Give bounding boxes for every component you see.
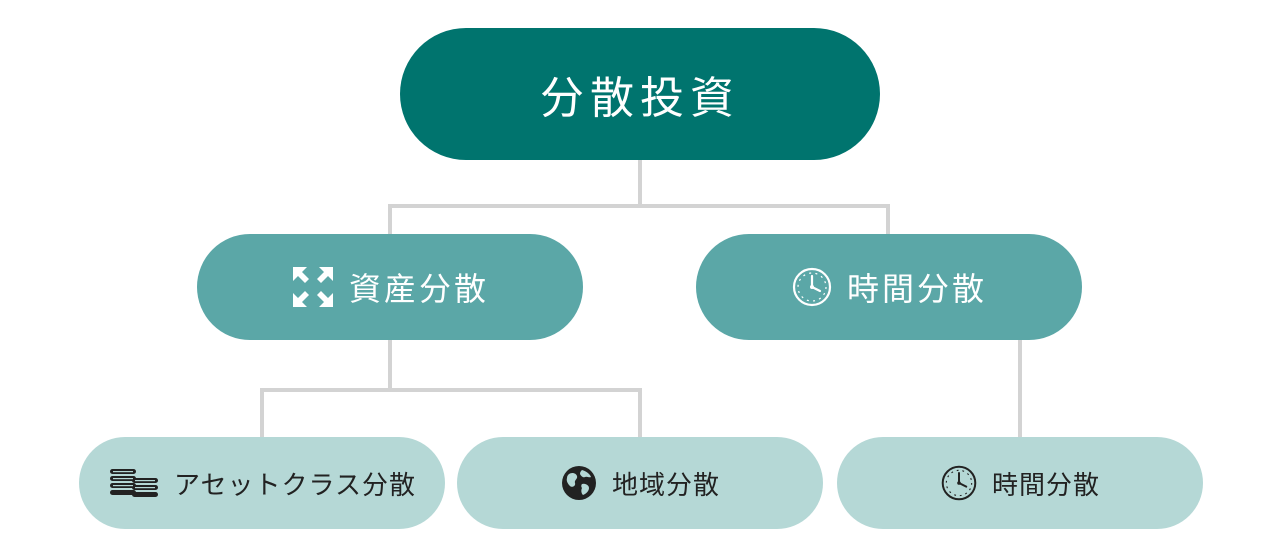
coins-stack-icon <box>108 465 160 501</box>
node-asset-label: 資産分散 <box>348 270 489 308</box>
node-asset-diversification: 資産分散 <box>197 234 583 340</box>
node-root-label: 分散投資 <box>540 73 740 124</box>
node-diversified-investment: 分散投資 <box>400 28 880 160</box>
clock-icon <box>791 266 833 308</box>
node-time-diversification: 時間分散 <box>696 234 1082 340</box>
node-asset-class-diversification: アセットクラス分散 <box>79 437 445 529</box>
expand-arrows-icon <box>291 265 335 309</box>
clock-icon <box>940 464 978 502</box>
node-time-leaf-diversification: 時間分散 <box>837 437 1203 529</box>
globe-icon <box>560 464 598 502</box>
node-timeleaf-label: 時間分散 <box>991 470 1100 501</box>
node-region-label: 地域分散 <box>611 470 720 501</box>
node-assetclass-label: アセットクラス分散 <box>174 470 416 501</box>
node-region-diversification: 地域分散 <box>457 437 823 529</box>
node-time-label: 時間分散 <box>846 270 987 308</box>
